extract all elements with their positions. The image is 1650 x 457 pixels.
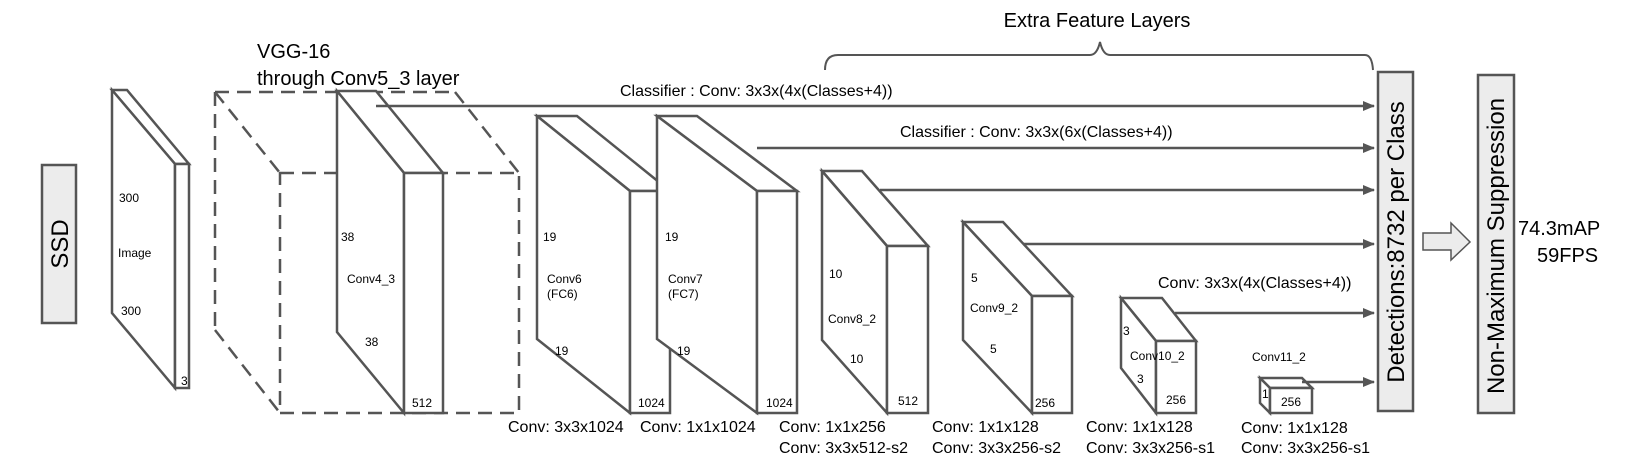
conv7-sublabel: (FC7)	[668, 287, 699, 301]
block-arrow-icon	[1422, 221, 1472, 262]
nms-label: Non-Maximum Suppression	[1483, 98, 1510, 394]
vgg16-label: VGG-16	[257, 41, 330, 63]
conv8-2-label: Conv8_2	[828, 312, 876, 326]
conv11-2-layer: Conv11_2 1 256	[1252, 350, 1316, 417]
conv6-dim-top: 19	[543, 230, 557, 244]
conv8-2-dim-bottom: 10	[850, 352, 864, 366]
conv9-2-depth: 256	[1035, 396, 1055, 410]
classifier-label-2: Classifier : Conv: 3x3x(6x(Classes+4))	[900, 124, 1173, 141]
classifier-label-1: Classifier : Conv: 3x3x(4x(Classes+4))	[620, 83, 893, 100]
image-dim-top: 300	[119, 191, 139, 205]
conv10-2-dim-bottom: 3	[1137, 372, 1144, 386]
conv10-2-dim-top: 3	[1123, 324, 1130, 338]
conv6-depth: 1024	[638, 396, 665, 410]
ssd-title-box: SSD	[40, 163, 78, 325]
conv11-2-depth: 256	[1281, 395, 1301, 409]
classifier-label-3: Conv: 3x3x(4x(Classes+4))	[1158, 275, 1351, 292]
conv8-2-op2: Conv: 3x3x512-s2	[779, 440, 908, 457]
extra-feature-layers-brace	[824, 41, 1374, 71]
conv8-2-op1: Conv: 1x1x256	[779, 419, 886, 436]
conv10-2-op1: Conv: 1x1x128	[1086, 419, 1193, 436]
conv11-2-label: Conv11_2	[1252, 350, 1306, 364]
conv8-2-dim-top: 10	[829, 267, 843, 281]
vgg16-sublabel: through Conv5_3 layer	[257, 68, 460, 90]
conv6-sublabel: (FC6)	[547, 287, 578, 301]
conv7-dim-bottom: 19	[677, 344, 691, 358]
ssd-title: SSD	[47, 219, 74, 268]
detections-label: Detections:8732 per Class	[1383, 101, 1410, 382]
conv7-layer: 19 Conv7 (FC7) 19 1024	[653, 113, 801, 416]
conv9-2-op2: Conv: 3x3x256-s2	[932, 440, 1061, 457]
conv11-2-op2: Conv: 3x3x256-s1	[1241, 440, 1370, 457]
conv7-dim-top: 19	[665, 230, 679, 244]
image-depth: 3	[181, 374, 188, 388]
conv9-2-label: Conv9_2	[970, 301, 1018, 315]
image-layer: 300 Image 300 3	[109, 86, 192, 392]
conv6-layer: 19 Conv6 (FC6) 19 1024	[533, 113, 674, 416]
conv4-3-depth: 512	[412, 396, 432, 410]
conv9-2-op1: Conv: 1x1x128	[932, 419, 1039, 436]
conv7-depth: 1024	[766, 396, 793, 410]
conv11-2-op1: Conv: 1x1x128	[1241, 420, 1348, 437]
conv8-2-depth: 512	[898, 394, 918, 408]
conv9-2-dim-top: 5	[971, 271, 978, 285]
conv9-2-layer: 5 Conv9_2 5 256	[960, 218, 1075, 417]
conv6-dim-bottom: 19	[555, 344, 569, 358]
conv10-2-depth: 256	[1166, 393, 1186, 407]
conv10-2-layer: 3 Conv10_2 3 256	[1118, 294, 1199, 417]
image-dim-bottom: 300	[121, 304, 141, 318]
extra-feature-layers-label: Extra Feature Layers	[1004, 10, 1191, 32]
conv11-2-dim-top: 1	[1262, 387, 1269, 401]
conv4-3-dim-top: 38	[341, 230, 355, 244]
conv7-op: Conv: 1x1x1024	[640, 419, 756, 436]
conv9-2-dim-bottom: 5	[990, 342, 997, 356]
conv6-label: Conv6	[547, 272, 582, 286]
conv10-2-op2: Conv: 3x3x256-s1	[1086, 440, 1215, 457]
map-result: 74.3mAP	[1518, 218, 1600, 240]
conv6-op: Conv: 3x3x1024	[508, 419, 624, 436]
image-label: Image	[118, 246, 152, 260]
conv10-2-label: Conv10_2	[1130, 349, 1185, 363]
conv7-label: Conv7	[668, 272, 703, 286]
conv4-3-dim-bottom: 38	[365, 335, 379, 349]
conv8-2-layer: 10 Conv8_2 10 512	[819, 167, 931, 417]
detections-box: Detections:8732 per Class	[1376, 70, 1415, 413]
nms-box: Non-Maximum Suppression	[1476, 73, 1516, 415]
conv4-3-layer: 38 Conv4_3 38 512	[334, 87, 446, 417]
conv4-3-label: Conv4_3	[347, 272, 395, 286]
fps-result: 59FPS	[1537, 245, 1598, 267]
